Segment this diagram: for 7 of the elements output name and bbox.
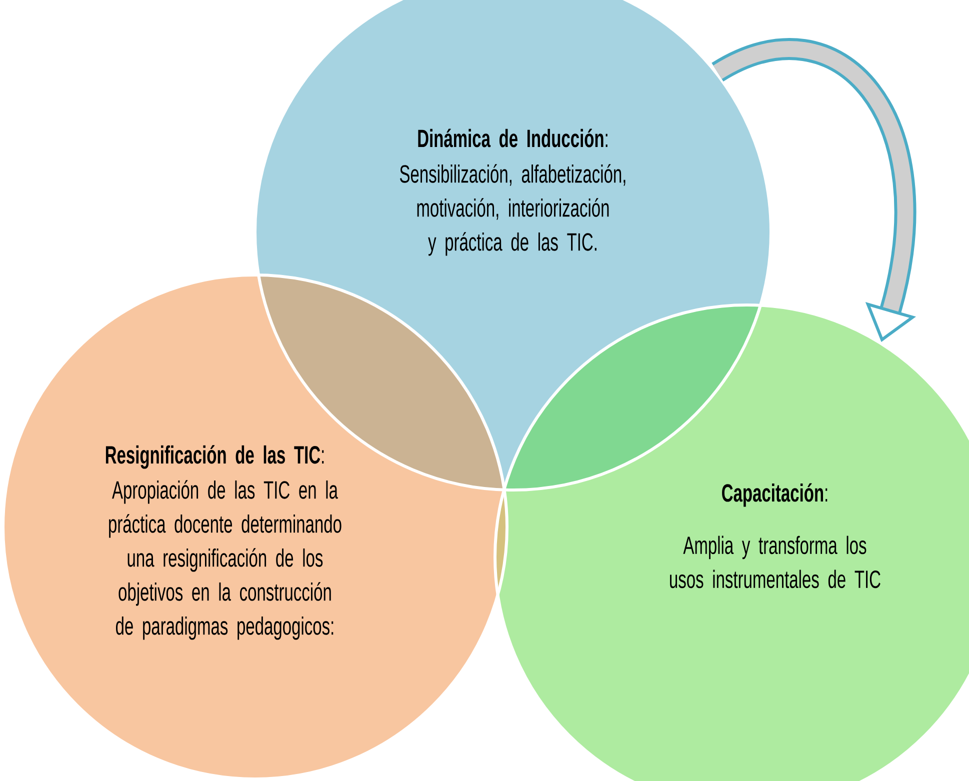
circle [2,273,508,780]
description: Apropiación de las TIC en la práctica docente determinando una resignificación de los objetivos en la construcción de paradigmas pedagogicos: [109,480,342,640]
description: Amplia y transforma los usos instrumentales de TIC [670,536,880,588]
heading: Capacitación: [722,483,828,507]
heading: Resignificación de las TIC: [106,445,324,469]
description: Sensibilización, alfabetización, motivación, interiorización y práctica de las TIC. [400,164,626,256]
heading: Dinámica de Inducción: [418,128,608,148]
